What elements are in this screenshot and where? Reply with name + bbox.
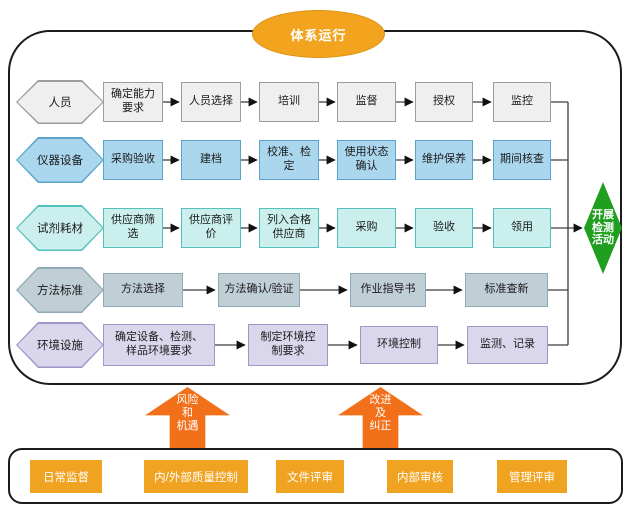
risk-opportunity-label: 风险 和 机遇 [176, 394, 199, 433]
step-monitor-record: 监测、记录 [467, 326, 548, 364]
step-work-instruction: 作业指导书 [350, 273, 426, 307]
item-daily-supervision: 日常监督 [30, 460, 102, 493]
step-purchase-acceptance: 采购验收 [103, 140, 163, 180]
hexagon-label: 方法标准 [17, 268, 103, 312]
outcome-label: 开展 检测 活动 [592, 209, 614, 247]
step-define-capability: 确定能力要求 [103, 82, 163, 122]
improve-correct-label: 改进 及 纠正 [369, 394, 392, 433]
hexagon-equipment: 仪器设备 [16, 137, 104, 183]
step-method-verification: 方法确认/验证 [218, 273, 300, 307]
step-supervision: 监督 [337, 82, 396, 122]
step-supplier-screening: 供应商筛选 [103, 208, 163, 248]
diagram-title-ellipse: 体系运行 [252, 10, 385, 58]
item-document-review: 文件评审 [276, 460, 344, 493]
step-personnel-selection: 人员选择 [181, 82, 241, 122]
hexagon-label: 人员 [17, 81, 103, 123]
hexagon-label: 环境设施 [17, 323, 103, 367]
step-training: 培训 [259, 82, 319, 122]
hexagon-personnel: 人员 [16, 80, 104, 124]
step-standard-update: 标准查新 [465, 273, 548, 307]
item-internal-audit: 内部审核 [387, 460, 453, 493]
hexagon-environment: 环境设施 [16, 322, 104, 368]
step-acceptance: 验收 [415, 208, 473, 248]
step-interim-check: 期间核查 [493, 140, 551, 180]
item-management-review: 管理评审 [497, 460, 567, 493]
step-requisition: 领用 [493, 208, 551, 248]
hexagon-reagents: 试剂耗材 [16, 205, 104, 251]
step-env-requirements: 确定设备、检测、 样品环境要求 [103, 324, 215, 366]
step-purchase: 采购 [337, 208, 396, 248]
improve-correct-arrow: 改进 及 纠正 [338, 387, 423, 450]
step-env-control: 环境控制 [360, 326, 438, 364]
step-filing: 建档 [181, 140, 241, 180]
step-qualified-supplier: 列入合格供应商 [259, 208, 319, 248]
step-status-confirm: 使用状态确认 [337, 140, 396, 180]
step-supplier-evaluation: 供应商评价 [181, 208, 241, 248]
step-method-selection: 方法选择 [103, 273, 183, 307]
step-maintenance: 维护保养 [415, 140, 473, 180]
step-calibration: 校准、检定 [259, 140, 319, 180]
diagram-title: 体系运行 [290, 27, 347, 43]
hexagon-label: 仪器设备 [17, 138, 103, 182]
step-authorization: 授权 [415, 82, 473, 122]
step-monitoring: 监控 [493, 82, 551, 122]
hexagon-label: 试剂耗材 [17, 206, 103, 250]
step-env-control-requirements: 制定环境控 制要求 [248, 324, 328, 366]
outcome-diamond: 开展 检测 活动 [584, 182, 622, 274]
item-quality-control: 内/外部质量控制 [144, 460, 248, 493]
risk-opportunity-arrow: 风险 和 机遇 [145, 387, 230, 450]
hexagon-methods: 方法标准 [16, 267, 104, 313]
